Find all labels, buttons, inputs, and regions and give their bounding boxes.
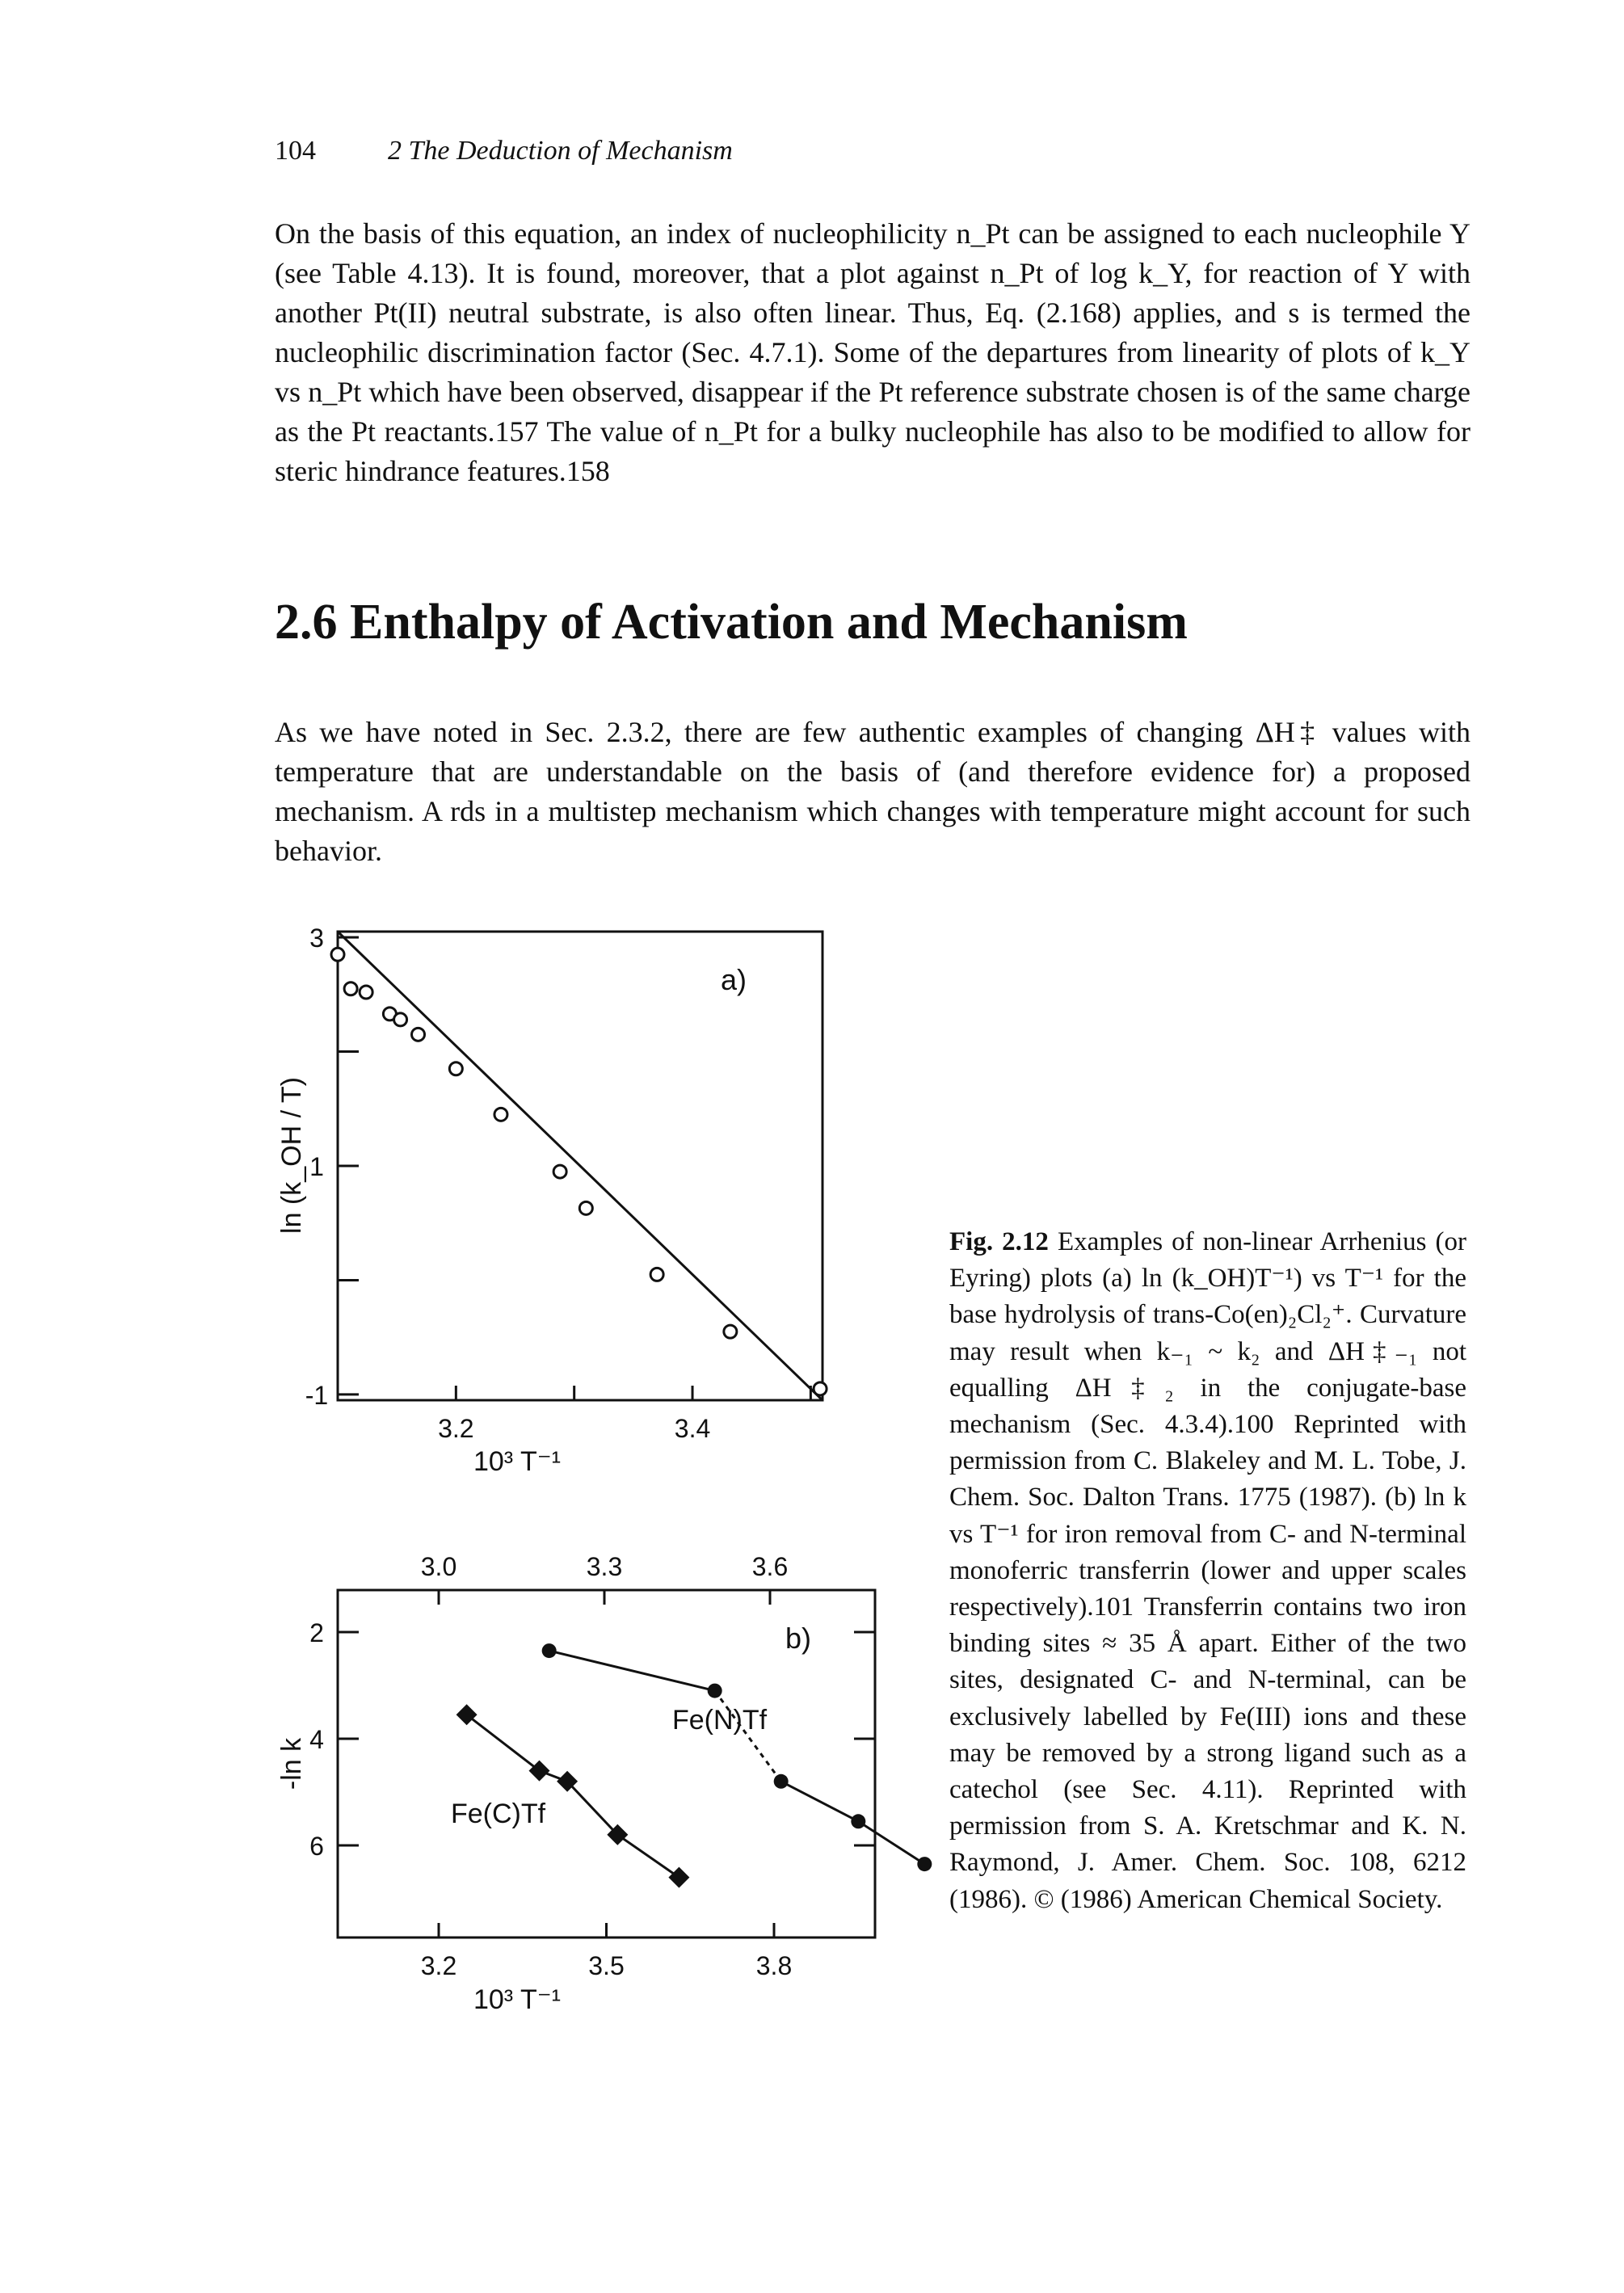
plot-b-fe-n-point: [917, 1857, 932, 1872]
section-heading: 2.6 Enthalpy of Activation and Mechanism: [275, 595, 1188, 650]
plot-b-fe-c-point: [456, 1704, 478, 1726]
plot-b-fe-c-point: [557, 1770, 578, 1792]
plot-b-y-tick-label: 2: [309, 1618, 324, 1647]
figure-caption: Fig. 2.12 Examples of non-linear Arrheni…: [949, 1224, 1466, 1918]
plot-a-data-point: [393, 1012, 409, 1028]
plot-b-y-tick-label: 6: [309, 1832, 324, 1861]
plot-b-x-tick-label-bottom: 3.2: [421, 1951, 456, 1980]
plot-b-y-tick-label: 4: [309, 1725, 324, 1754]
plot-b-panel-label: b): [785, 1622, 811, 1655]
plot-b-fe-n-point: [773, 1773, 789, 1789]
plot-b-fe-n-label: Fe(N)Tf: [672, 1705, 768, 1736]
plot-b-fe-c-point: [668, 1866, 690, 1888]
body-paragraph-2: As we have noted in Sec. 2.3.2, there ar…: [275, 713, 1470, 871]
plot-a-fit-line: [336, 930, 824, 1402]
plot-a-data-point: [410, 1026, 427, 1042]
plot-a-data-point: [343, 981, 359, 997]
caption-text: Examples of non-linear Arrhenius (or Eyr…: [949, 1227, 1467, 1914]
plot-a-panel-label: a): [721, 963, 747, 996]
plot-a-data-point: [493, 1106, 509, 1122]
caption-label: Fig. 2.12: [949, 1227, 1049, 1256]
plot-b-x-tick-label-top: 3.3: [587, 1552, 622, 1581]
plot-b-fe-c-label: Fe(C)Tf: [451, 1799, 546, 1829]
plot-b-x-axis-label: 10³ T⁻¹: [473, 1984, 561, 2015]
plot-a-data-point: [448, 1061, 464, 1077]
plot-b-fe-c-line: [465, 1714, 680, 1879]
plot-a-data-point: [649, 1266, 665, 1282]
plot-b-fe-c-point: [528, 1760, 550, 1782]
paragraph-2-text: As we have noted in Sec. 2.3.2, there ar…: [275, 716, 1470, 867]
plot-b-fe-n-point: [707, 1683, 722, 1698]
plot-a-x-axis-label: 10³ T⁻¹: [473, 1446, 561, 1477]
plot-a: 3 1 -1 3.2 3.4 a) 10³ T⁻¹ ln (k_OH / T): [276, 924, 828, 1477]
plot-b-y-axis-label: -ln k: [276, 1737, 307, 1790]
plot-a-x-tick-label: 3.4: [675, 1414, 710, 1443]
plot-a-data-point: [722, 1323, 738, 1340]
plot-b-x-tick-label-bottom: 3.8: [756, 1951, 792, 1980]
plot-a-y-tick-label: 1: [309, 1152, 324, 1181]
body-paragraph-1: On the basis of this equation, an index …: [275, 214, 1470, 491]
plot-b-fe-c-point: [607, 1824, 629, 1845]
plot-a-data-point: [358, 984, 374, 1000]
running-title: 2 The Deduction of Mechanism: [388, 136, 733, 166]
plot-b-x-tick-label-top: 3.0: [421, 1552, 456, 1581]
plot-a-data-point: [812, 1381, 828, 1397]
plot-a-x-tick-label: 3.2: [438, 1414, 473, 1443]
plot-a-y-tick-label: -1: [305, 1381, 328, 1410]
plot-b-x-tick-label-bottom: 3.5: [588, 1951, 624, 1980]
paragraph-1-text: On the basis of this equation, an index …: [275, 217, 1470, 487]
plot-a-data-point: [578, 1200, 594, 1216]
plot-a-data-point: [552, 1163, 568, 1180]
plot-b-fe-n-point: [851, 1814, 866, 1829]
page-number: 104: [275, 136, 316, 166]
plot-a-y-axis-label: ln (k_OH / T): [276, 1077, 307, 1234]
plot-b-x-tick-label-top: 3.6: [752, 1552, 788, 1581]
plot-a-y-tick-label: 3: [309, 924, 324, 953]
plot-b-fe-n-point: [541, 1643, 557, 1659]
plot-a-data-point: [330, 946, 346, 962]
plot-b-fe-n-line: [549, 1649, 716, 1693]
